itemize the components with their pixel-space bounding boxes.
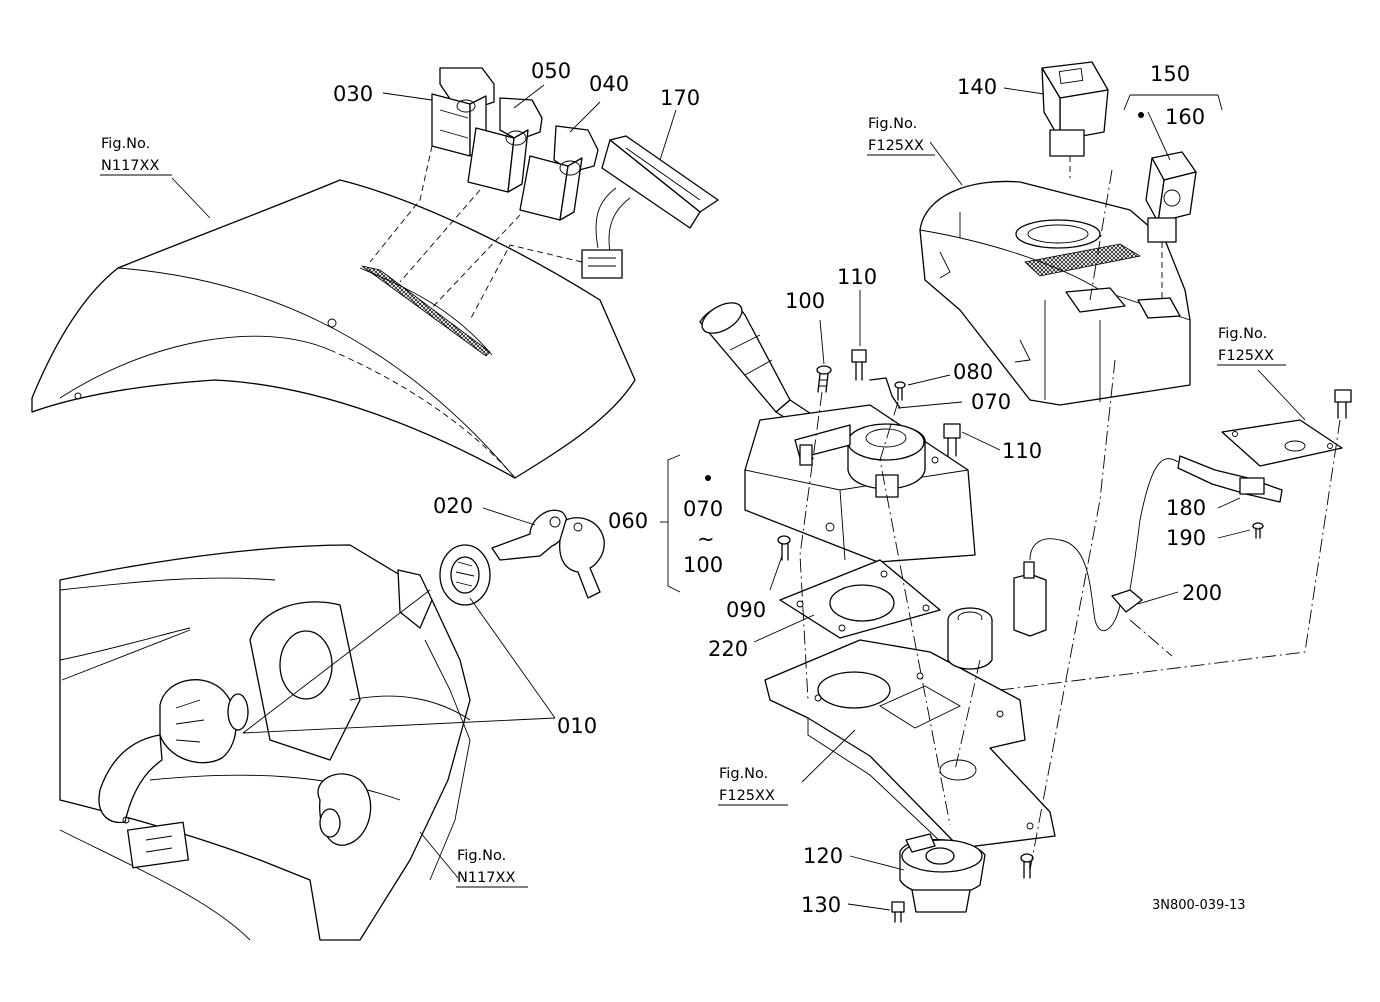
fig-ref-label-top-center: Fig.No. — [868, 116, 917, 132]
callout-050: 050 — [531, 59, 571, 83]
callout-220: 220 — [708, 637, 748, 661]
switch-040 — [429, 125, 599, 311]
callout-170: 170 — [660, 86, 700, 110]
fig-ref-label-top-left: Fig.No. — [101, 136, 150, 152]
callout-range-separator: ~ — [697, 527, 715, 551]
callout-140: 140 — [957, 75, 997, 99]
dash-cover-panel — [31, 179, 636, 479]
bolt-110-top — [851, 349, 867, 381]
callout-100-range-end: 100 — [683, 553, 723, 577]
callout-070: 070 — [971, 390, 1011, 414]
callout-120: 120 — [803, 844, 843, 868]
callout-060: 060 — [608, 509, 648, 533]
bolt-110-right — [943, 423, 961, 457]
switch-140 — [1041, 61, 1109, 178]
display-unit-170 — [469, 135, 719, 321]
callout-090: 090 — [726, 598, 766, 622]
column-panel — [59, 544, 471, 941]
fig-ref-label-bottom-center: Fig.No. — [719, 766, 768, 782]
screw-190 — [1252, 522, 1264, 539]
callout-labels: 030 050 040 170 020 010 060 070 ~ 100 10… — [333, 59, 1222, 917]
callout-180: 180 — [1166, 496, 1206, 520]
leader-lines — [171, 84, 1341, 911]
switch-160 — [1145, 151, 1197, 300]
figure-references: Fig.No. N117XX Fig.No. N117XX Fig.No. F1… — [100, 116, 1286, 888]
fig-ref-code-top-left: N117XX — [101, 158, 159, 174]
fig-ref-label-bottom-left: Fig.No. — [457, 848, 506, 864]
base-plate — [764, 639, 1056, 861]
callout-100: 100 — [785, 289, 825, 313]
callout-130: 130 — [801, 893, 841, 917]
fig-ref-code-right: F125XX — [1218, 348, 1274, 364]
callout-110-right: 110 — [1002, 439, 1042, 463]
sensor-180 — [1127, 455, 1283, 601]
bolt-top-right — [1334, 389, 1352, 419]
screw-080 — [894, 381, 906, 401]
switch-200 — [1013, 538, 1143, 637]
console-cover — [919, 180, 1191, 406]
callout-150: 150 — [1150, 62, 1190, 86]
callout-010: 010 — [557, 714, 597, 738]
callout-200: 200 — [1182, 581, 1222, 605]
lamp-socket — [947, 607, 993, 670]
switch-120 — [899, 833, 986, 913]
keys-020 — [491, 509, 605, 599]
fig-ref-code-top-center: F125XX — [868, 138, 924, 154]
gasket-220 — [779, 559, 941, 639]
callout-080: 080 — [953, 360, 993, 384]
fig-ref-label-right: Fig.No. — [1218, 326, 1267, 342]
spring-070 — [869, 377, 901, 409]
callout-040: 040 — [589, 72, 629, 96]
callout-190: 190 — [1166, 526, 1206, 550]
diagram-code: 3N800-039-13 — [1152, 898, 1246, 913]
callout-070-range-start: 070 — [683, 497, 723, 521]
callout-020: 020 — [433, 494, 473, 518]
screw-130 — [891, 901, 905, 923]
screw-090 — [777, 535, 791, 561]
switch-030 — [369, 67, 495, 263]
switch-050 — [399, 97, 543, 283]
callout-110-top: 110 — [837, 265, 877, 289]
fig-ref-code-bottom-left: N117XX — [457, 870, 515, 886]
fig-ref-code-bottom-center: F125XX — [719, 788, 775, 804]
key-switch-010 — [98, 679, 249, 869]
nut-010 — [439, 544, 491, 606]
lever-assembly-060 — [699, 302, 976, 563]
callout-030: 030 — [333, 82, 373, 106]
screw-100 — [816, 365, 832, 393]
callout-160: 160 — [1165, 105, 1205, 129]
bracket-plate — [1221, 419, 1343, 467]
